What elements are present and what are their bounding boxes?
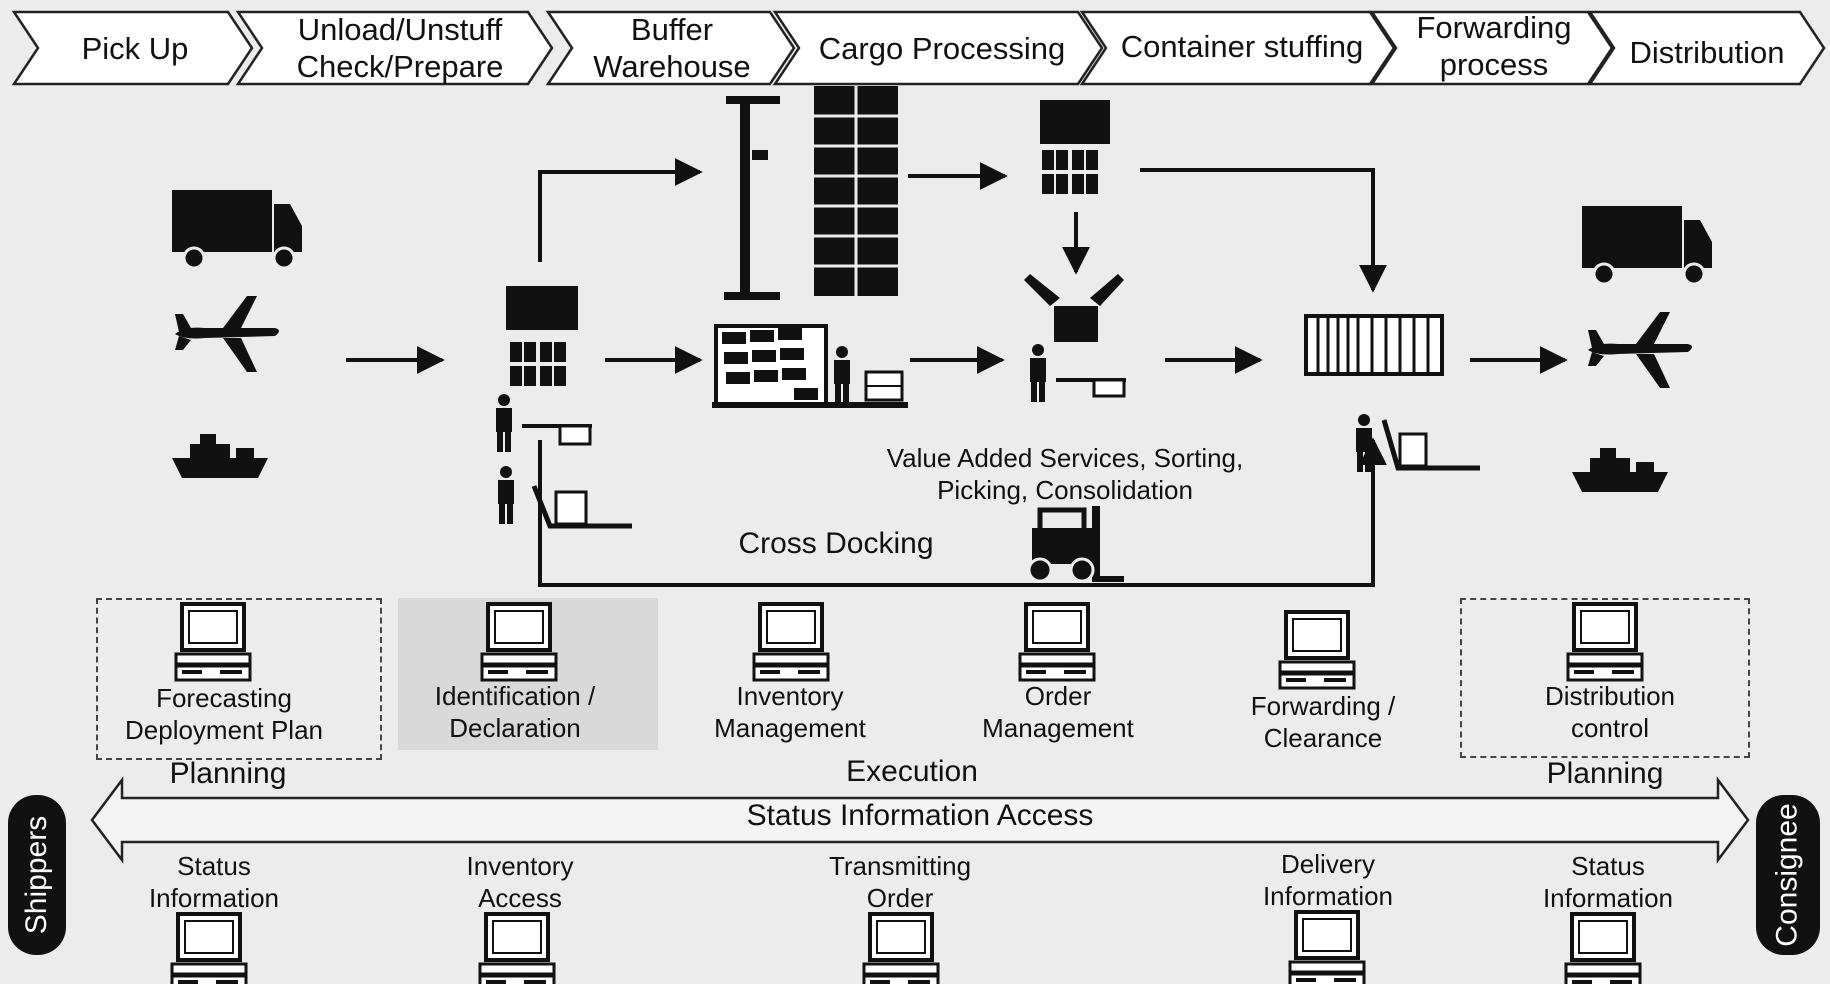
cross-docking-arrow bbox=[538, 437, 1387, 587]
computer-icon bbox=[1278, 610, 1356, 690]
access-delivery: Delivery Information bbox=[1262, 849, 1394, 911]
access-transmitting-order: Transmitting Order bbox=[828, 851, 972, 913]
cross-docking-label: Cross Docking bbox=[738, 527, 934, 560]
computer-icon bbox=[170, 912, 248, 984]
computer-icon bbox=[480, 602, 558, 682]
phase-planning-right: Planning bbox=[1546, 757, 1664, 790]
computer-icon bbox=[1566, 602, 1644, 682]
ship-icon bbox=[172, 434, 268, 478]
forklift-icon bbox=[1027, 506, 1124, 583]
planning-box-right bbox=[1460, 598, 1750, 758]
computer-icon bbox=[752, 602, 830, 682]
stage-chevron-3 bbox=[545, 10, 796, 86]
stage-chevron-5 bbox=[1079, 10, 1396, 86]
flow-arrow bbox=[1140, 168, 1387, 293]
value-added-label: Value Added Services, Sorting, Picking, … bbox=[886, 443, 1244, 505]
stage-forwarding: Forwarding process bbox=[1416, 10, 1572, 82]
consignee-badge: Consignee bbox=[1756, 795, 1820, 955]
stage-cargo-processing: Cargo Processing bbox=[818, 30, 1066, 66]
computer-icon bbox=[174, 602, 252, 682]
cargo-processing-icon bbox=[1024, 100, 1126, 402]
stage-chevron-2 bbox=[235, 10, 554, 86]
shipping-container-icon bbox=[1304, 314, 1444, 376]
truck-icon bbox=[170, 188, 304, 270]
access-status-right: Status Information bbox=[1542, 851, 1674, 913]
ship-icon bbox=[1572, 448, 1668, 492]
forwarding-worker-icon bbox=[1356, 414, 1480, 472]
system-identification: Identification / Declaration bbox=[434, 681, 596, 743]
unload-station-icon bbox=[496, 286, 632, 529]
computer-icon bbox=[1018, 602, 1096, 682]
shelving-icon bbox=[712, 324, 908, 408]
computer-icon bbox=[478, 912, 556, 984]
computer-icon bbox=[1564, 912, 1642, 984]
system-distribution: Distribution control bbox=[1544, 681, 1676, 743]
stage-chevron-4 bbox=[772, 10, 1104, 86]
stage-chevron-6 bbox=[1369, 10, 1614, 86]
system-forecasting: Forecasting Deployment Plan bbox=[125, 683, 323, 745]
status-information-arrow bbox=[90, 776, 1750, 864]
access-inventory: Inventory Access bbox=[466, 851, 574, 913]
planning-box-left bbox=[96, 598, 382, 760]
status-information-label: Status Information Access bbox=[746, 799, 1094, 832]
stage-unload: Unload/Unstuff Check/Prepare bbox=[296, 12, 504, 84]
flow-arrow bbox=[538, 158, 703, 262]
stage-distribution: Distribution bbox=[1629, 34, 1785, 70]
computer-icon bbox=[1288, 910, 1366, 984]
phase-execution: Execution bbox=[846, 755, 978, 788]
warehouse-rack-icon bbox=[724, 86, 898, 300]
shippers-label: Shippers bbox=[20, 815, 53, 935]
system-order: Order Management bbox=[982, 681, 1134, 743]
access-status-left: Status Information bbox=[148, 851, 280, 913]
stage-container-stuffing: Container stuffing bbox=[1120, 28, 1364, 64]
stage-chevron-1 bbox=[11, 10, 254, 86]
truck-icon bbox=[1580, 204, 1714, 286]
phase-planning-left: Planning bbox=[169, 757, 287, 790]
stage-pick-up: Pick Up bbox=[81, 30, 189, 66]
airplane-icon bbox=[175, 296, 279, 372]
system-inventory: Inventory Management bbox=[714, 681, 866, 743]
system-forwarding: Forwarding / Clearance bbox=[1250, 691, 1396, 753]
stage-chevron-7 bbox=[1587, 10, 1826, 86]
stage-buffer-warehouse: Buffer Warehouse bbox=[593, 12, 751, 84]
airplane-icon bbox=[1588, 312, 1692, 388]
computer-icon bbox=[862, 912, 940, 984]
consignee-label: Consignee bbox=[1771, 803, 1804, 947]
shippers-badge: Shippers bbox=[8, 795, 66, 955]
